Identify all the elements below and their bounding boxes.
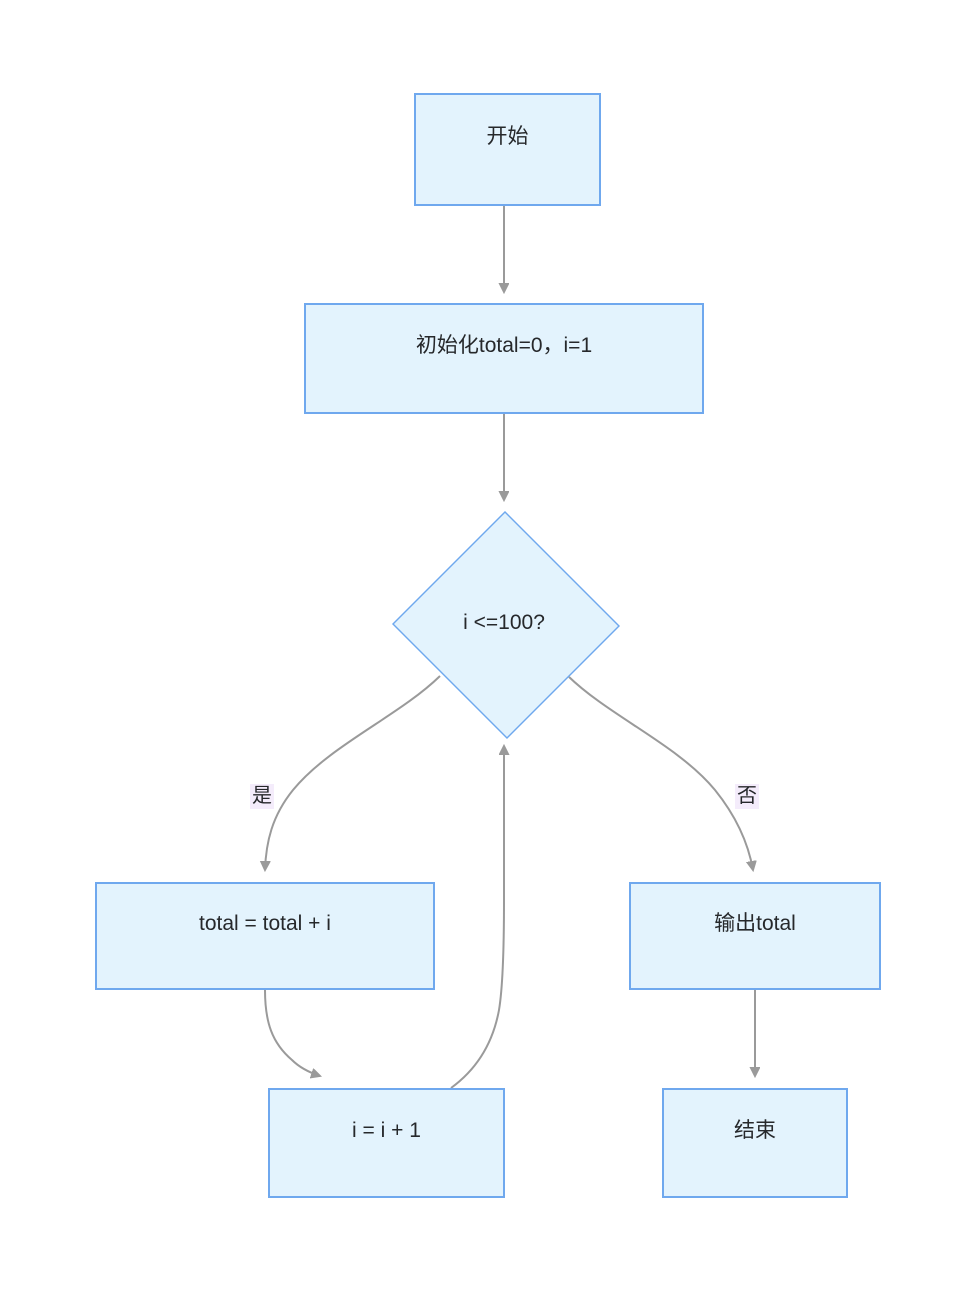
- node-end[interactable]: 结束: [662, 1088, 848, 1198]
- node-increment-label: i = i + 1: [352, 1118, 421, 1142]
- edge-label-no: 否: [735, 784, 759, 809]
- edge-label-yes: 是: [250, 784, 274, 809]
- node-init[interactable]: 初始化total=0，i=1: [304, 303, 704, 414]
- node-init-label: 初始化total=0，i=1: [415, 334, 593, 358]
- node-accumulate[interactable]: total = total + i: [95, 882, 435, 990]
- node-condition-label: i <=100?: [463, 611, 545, 634]
- node-condition[interactable]: i <=100?: [391, 511, 620, 739]
- node-end-label: 结束: [734, 1118, 776, 1142]
- node-start-label: 开始: [486, 125, 529, 149]
- node-accumulate-label: total = total + i: [199, 911, 331, 935]
- node-increment[interactable]: i = i + 1: [268, 1088, 505, 1198]
- edge-incr-to-cond: [450, 746, 504, 1089]
- edge-accum-to-incr: [264, 989, 320, 1076]
- node-start[interactable]: 开始: [414, 93, 601, 206]
- node-output-label: 输出total: [714, 911, 796, 935]
- node-output[interactable]: 输出total: [629, 882, 881, 990]
